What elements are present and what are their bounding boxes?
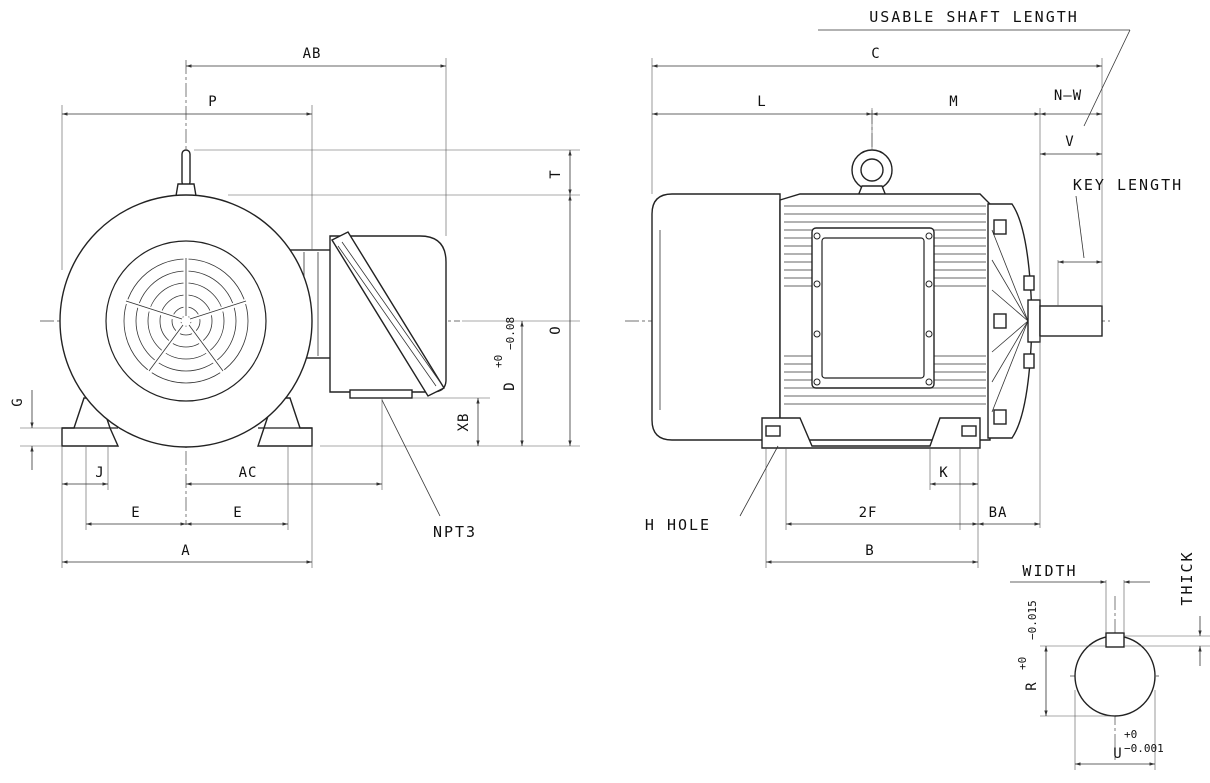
front-lifting-eye	[175, 149, 197, 197]
shaft-section-detail: WIDTH THICK R +0 −0.015 U +0 −0.001	[1010, 550, 1210, 770]
dim-label-k: K	[939, 465, 948, 481]
callout-width: WIDTH	[1022, 562, 1077, 580]
rear-end-cover	[651, 193, 781, 441]
dim-label-n-w: N—W	[1054, 88, 1082, 104]
callout-h-hole: H HOLE	[645, 516, 711, 534]
r-tol-minus: −0.015	[1026, 600, 1039, 640]
dim-label-j: J	[95, 465, 104, 481]
dim-label-ba: BA	[989, 505, 1008, 521]
shaft-section	[1074, 635, 1156, 717]
callout-npt3: NPT3	[433, 523, 477, 541]
side-view: USABLE SHAFT LENGTH C L M N—W V KEY LENG…	[625, 8, 1183, 568]
side-lifting-eye	[851, 149, 893, 197]
dim-label-l: L	[757, 94, 766, 110]
dim-label-p: P	[208, 94, 217, 110]
dim-label-2f: 2F	[859, 505, 878, 521]
fan-grille	[121, 254, 251, 384]
dim-label-xb: XB	[456, 413, 472, 432]
front-view: AB P T O D +0 −0.08 XB G J AC E E A NPT3	[10, 46, 580, 568]
fan-cover-ring	[105, 240, 267, 402]
dim-label-c: C	[871, 46, 880, 62]
dim-label-e-right: E	[233, 505, 242, 521]
key-section	[1105, 632, 1125, 648]
dim-label-g: G	[10, 397, 26, 406]
conduit-box	[289, 231, 447, 399]
r-tol-plus: +0	[1016, 657, 1029, 670]
callout-thick: THICK	[1178, 550, 1196, 605]
terminal-panel	[811, 227, 935, 389]
dim-label-a: A	[181, 543, 190, 559]
callout-usable-shaft-length: USABLE SHAFT LENGTH	[869, 8, 1079, 26]
dim-label-e-left: E	[131, 505, 140, 521]
dim-label-u: U	[1113, 746, 1122, 762]
dim-label-t: T	[548, 169, 564, 178]
callout-key-length: KEY LENGTH	[1073, 176, 1183, 194]
dim-tolerance-d-minus: −0.08	[504, 317, 517, 350]
dim-label-o: O	[548, 325, 564, 334]
u-tol-plus: +0	[1124, 728, 1137, 741]
dim-tolerance-d: +0	[492, 355, 505, 368]
dim-label-r: R	[1024, 681, 1040, 690]
dim-label-m: M	[949, 94, 958, 110]
dim-label-v: V	[1065, 134, 1074, 150]
d-tol-plus: +0	[492, 355, 505, 368]
dim-label-ac: AC	[239, 465, 258, 481]
u-tol-minus: −0.001	[1124, 742, 1164, 755]
dim-label-ab: AB	[303, 46, 322, 62]
side-feet	[761, 417, 981, 449]
output-shaft	[1039, 305, 1103, 337]
dim-label-b: B	[865, 543, 874, 559]
dim-label-d: D	[502, 381, 518, 390]
